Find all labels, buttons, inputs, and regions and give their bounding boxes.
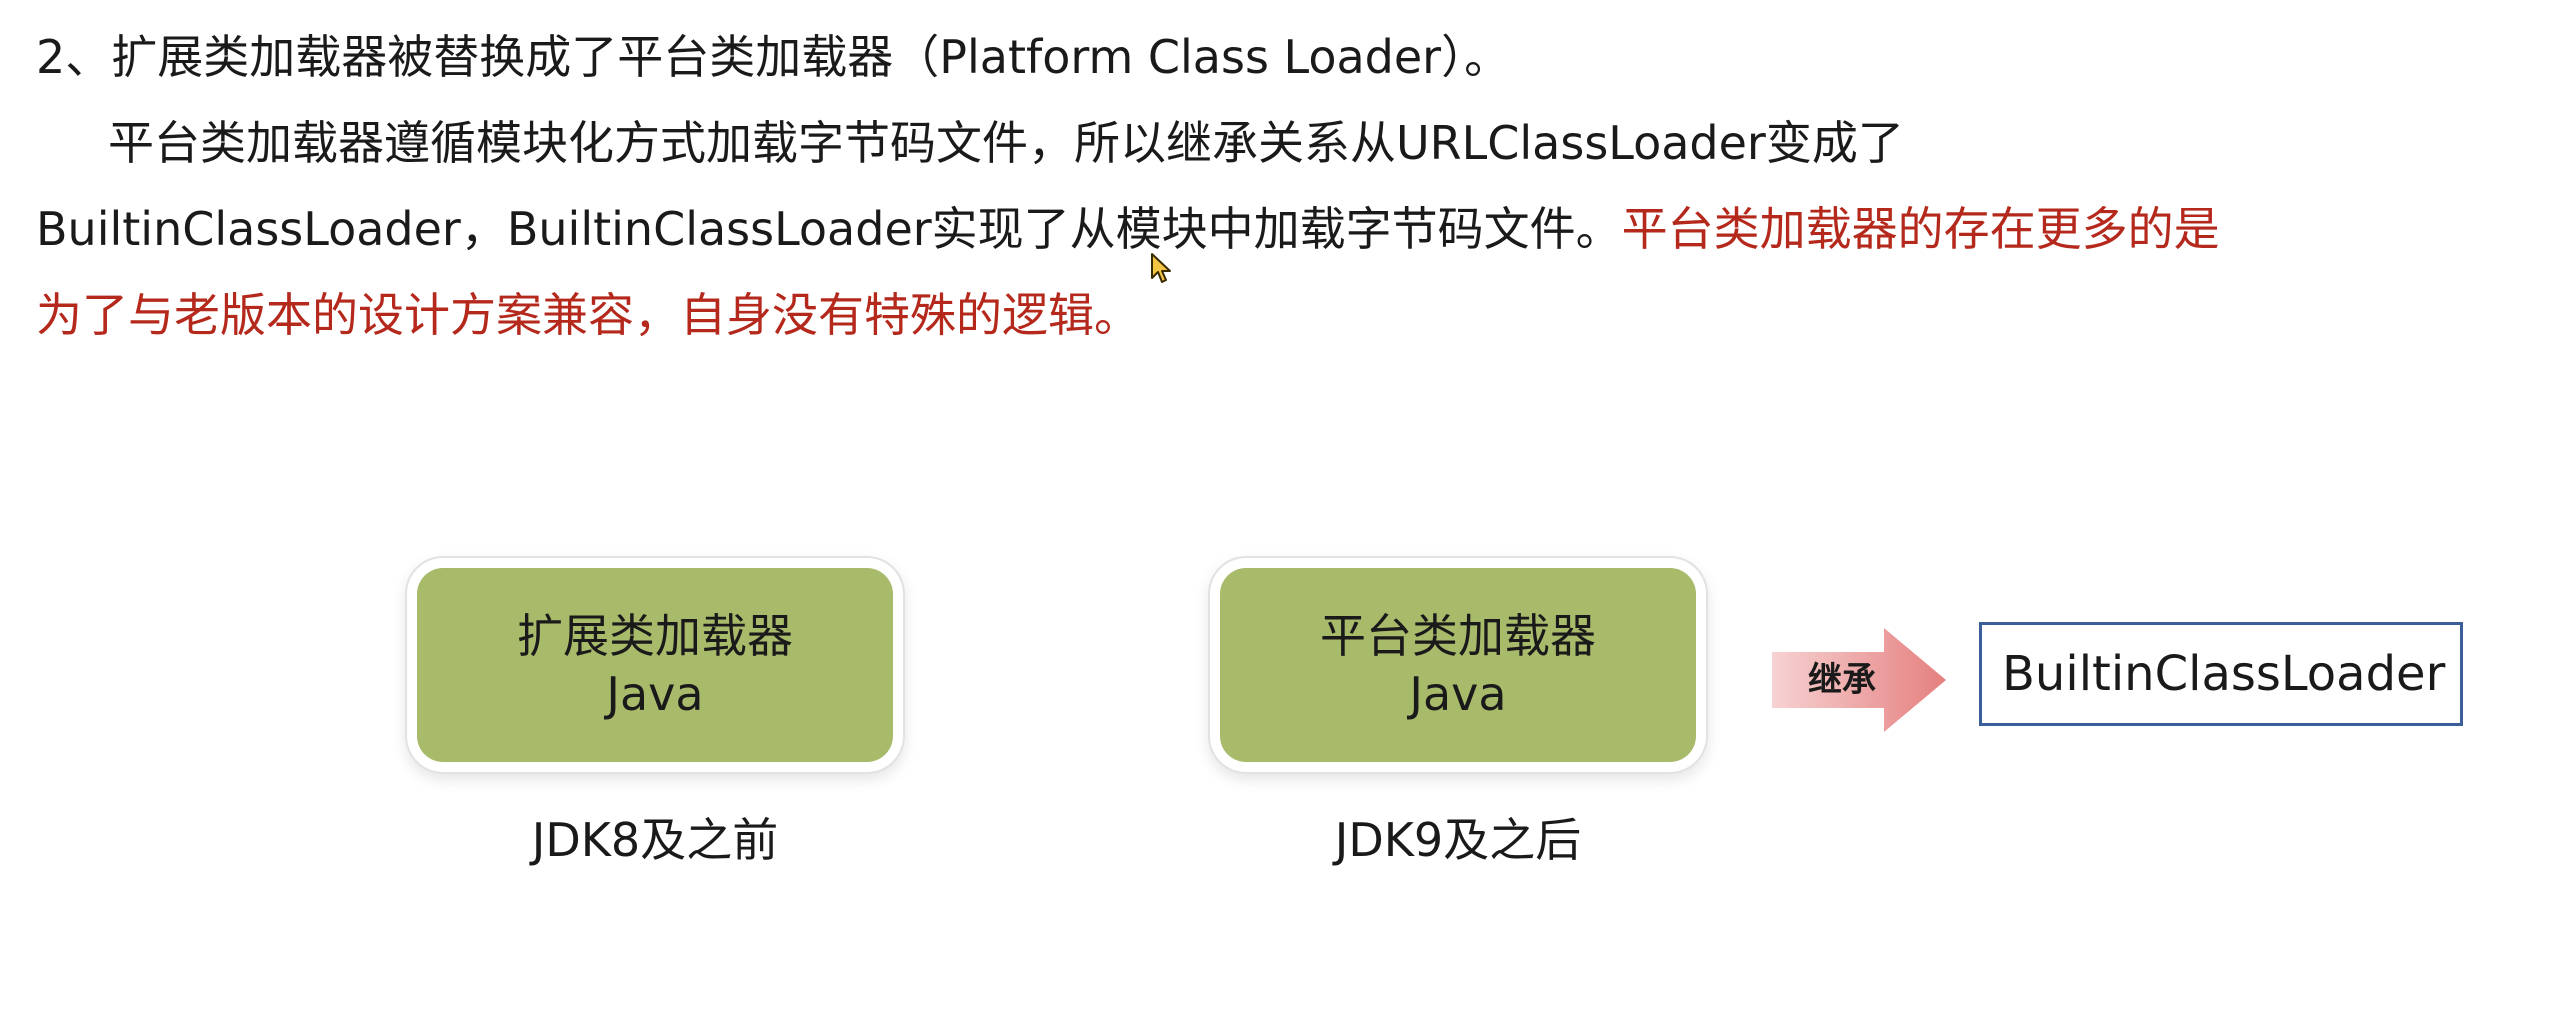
paragraph-line-2: 平台类加载器遵循模块化方式加载字节码文件，所以继承关系从URLClassLoad… [108,116,1904,170]
platform-class-loader-box: 平台类加载器 Java [1220,568,1696,762]
line-3-black-text: BuiltinClassLoader，BuiltinClassLoader实现了… [36,202,1622,256]
mouse-pointer-icon [1151,253,1171,283]
extension-loader-title: 扩展类加载器 [517,609,793,663]
paragraph-line-4: 为了与老版本的设计方案兼容，自身没有特殊的逻辑。 [36,288,1140,342]
paragraph-line-3: BuiltinClassLoader，BuiltinClassLoader实现了… [36,186,2220,272]
platform-loader-title: 平台类加载器 [1320,609,1596,663]
paragraph-line-1: 2、扩展类加载器被替换成了平台类加载器（Platform Class Loade… [36,30,1511,84]
jdk8-caption: JDK8及之前 [531,813,779,867]
right-arrow-icon [1772,628,1946,732]
inherit-label: 继承 [1808,660,1876,700]
extension-class-loader-box: 扩展类加载器 Java [417,568,893,762]
jdk9-caption: JDK9及之后 [1334,813,1582,867]
line-3-red-text: 平台类加载器的存在更多的是 [1621,202,2220,256]
extension-loader-sub: Java [606,667,704,721]
builtin-class-loader-box: BuiltinClassLoader [1979,622,2463,726]
platform-loader-sub: Java [1409,667,1507,721]
